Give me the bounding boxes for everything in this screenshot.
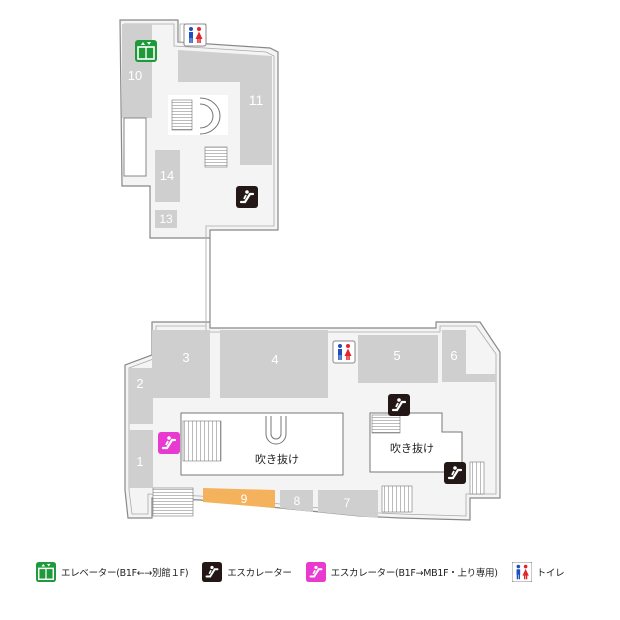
store-5-number: 5 <box>393 348 400 363</box>
store-8-number: 8 <box>294 494 301 508</box>
legend-special-escalator-label: エスカレーター(B1F→MB1F・上り専用) <box>330 568 498 579</box>
store-14[interactable]: 14 <box>155 150 180 202</box>
stairs-lower-left <box>152 487 194 517</box>
elevator-icon[interactable] <box>134 39 158 63</box>
store-2[interactable]: 2 <box>129 368 153 424</box>
spiral-staircase <box>168 95 228 135</box>
escalator-icon[interactable] <box>234 184 260 210</box>
store-3[interactable]: 3 <box>152 330 210 398</box>
void-box <box>123 117 147 177</box>
escalator-special-icon[interactable] <box>156 430 182 456</box>
elevator-icon <box>36 562 56 582</box>
store-6[interactable]: 6 <box>442 330 496 382</box>
legend-special-escalator: エスカレーター(B1F→MB1F・上り専用) <box>305 562 498 582</box>
atrium-label-center: 吹き抜け <box>255 452 299 466</box>
atrium-right: 吹き抜け <box>369 412 463 473</box>
store-5[interactable]: 5 <box>358 335 438 383</box>
store-1-number: 1 <box>136 454 143 469</box>
escalator-icon[interactable] <box>442 460 468 486</box>
store-11-number: 11 <box>249 92 264 108</box>
toilet-icon[interactable] <box>332 340 356 364</box>
legend-elevator: エレベーター(B1F←→別館１F) <box>36 562 189 582</box>
store-14-number: 14 <box>160 168 174 183</box>
store-6-number: 6 <box>450 348 457 363</box>
store-1[interactable]: 1 <box>129 430 153 488</box>
store-4[interactable]: 4 <box>220 330 328 398</box>
stairs-upper <box>204 146 228 168</box>
toilet-icon <box>511 562 532 582</box>
stairs-lower-right <box>381 485 413 513</box>
store-9[interactable]: 9 <box>203 488 275 508</box>
store-7[interactable]: 7 <box>318 490 378 518</box>
atrium-label-right: 吹き抜け <box>390 441 434 455</box>
atrium-center: 吹き抜け <box>180 412 344 476</box>
toilet-icon[interactable] <box>183 23 207 47</box>
escalator-special-icon <box>305 562 326 582</box>
store-3-number: 3 <box>182 350 189 365</box>
escalator-icon[interactable] <box>386 392 412 418</box>
store-2-number: 2 <box>136 376 143 391</box>
legend-escalator: エスカレーター <box>202 562 292 582</box>
store-4-number: 4 <box>271 352 278 367</box>
stairs-lower-far-right <box>469 461 485 495</box>
store-9-number: 9 <box>241 492 248 506</box>
legend-toilet-label: トイレ <box>536 568 565 579</box>
legend-elevator-label: エレベーター(B1F←→別館１F) <box>61 568 189 579</box>
legend-toilet: トイレ <box>511 562 565 582</box>
store-10-number: 10 <box>128 68 142 83</box>
store-13-number: 13 <box>159 212 173 226</box>
store-13[interactable]: 13 <box>155 210 177 228</box>
store-10[interactable]: 10 <box>122 24 152 118</box>
escalator-icon <box>202 562 223 582</box>
legend-escalator-label: エスカレーター <box>227 568 292 579</box>
legend: エレベーター(B1F←→別館１F) エスカレーター エスカレーター(B1F→MB… <box>36 561 578 583</box>
store-8[interactable]: 8 <box>280 490 313 512</box>
store-7-number: 7 <box>344 496 351 510</box>
store-11[interactable]: 11 <box>178 50 272 165</box>
